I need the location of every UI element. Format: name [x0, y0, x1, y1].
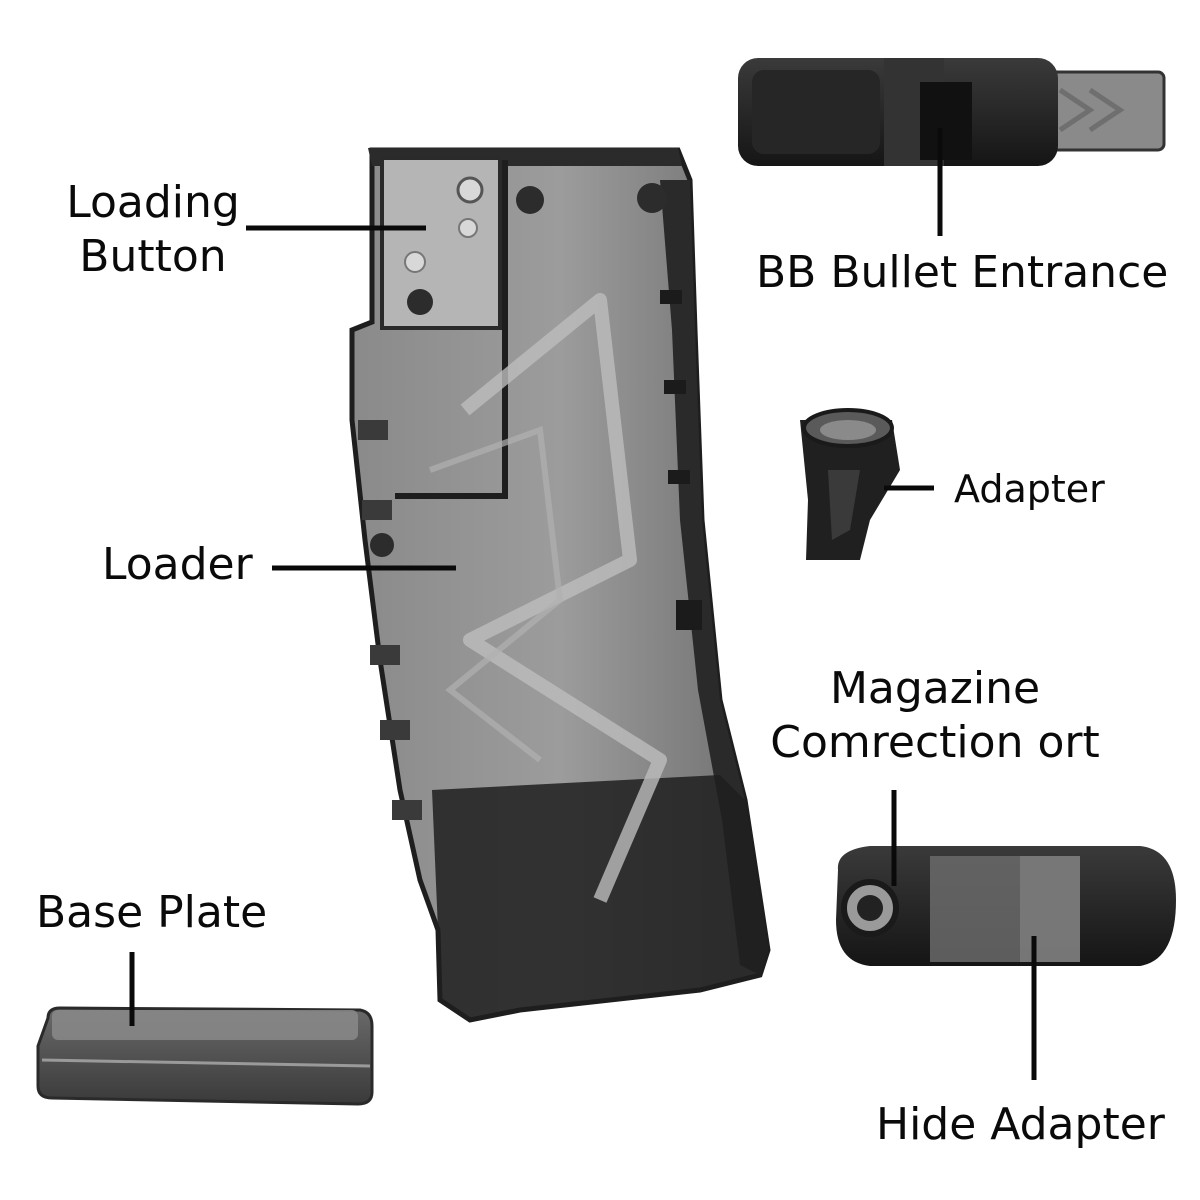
magazine-body	[349, 147, 771, 1023]
magazine-connection-port-label: Magazine Comrection ort	[760, 662, 1110, 770]
loader-label: Loader	[102, 539, 253, 590]
side-ridges	[358, 420, 422, 820]
loader-outline	[395, 160, 508, 499]
label-line: Button	[79, 231, 227, 282]
leader-lines	[129, 128, 1037, 1080]
loading-button-panel	[380, 156, 502, 330]
base-plate-part	[36, 1006, 374, 1106]
side-ridges	[660, 290, 702, 630]
screw	[516, 186, 544, 214]
bb-bullet-entrance-label: BB Bullet Entrance	[756, 247, 1169, 298]
screw	[407, 289, 433, 315]
screw	[370, 533, 394, 557]
button-hole	[404, 251, 426, 273]
button-hole	[456, 176, 484, 204]
screw	[637, 183, 667, 213]
label-line: Comrection ort	[770, 717, 1100, 768]
label-line: Magazine	[829, 663, 1041, 714]
adapter-label: Adapter	[954, 467, 1105, 511]
rib-pattern	[428, 425, 564, 763]
bb-bullet-entrance-part	[738, 58, 1166, 166]
button-hole	[458, 218, 478, 238]
hide-adapter-label: Hide Adapter	[876, 1099, 1165, 1150]
loading-button-label: Loading Button	[58, 176, 248, 284]
rib-pattern	[460, 293, 667, 903]
adapter-part	[800, 408, 900, 560]
connection-port-part	[836, 846, 1176, 966]
label-line: Loading	[66, 177, 240, 228]
base-plate-label: Base Plate	[36, 887, 268, 938]
magazine-spine	[660, 180, 768, 975]
